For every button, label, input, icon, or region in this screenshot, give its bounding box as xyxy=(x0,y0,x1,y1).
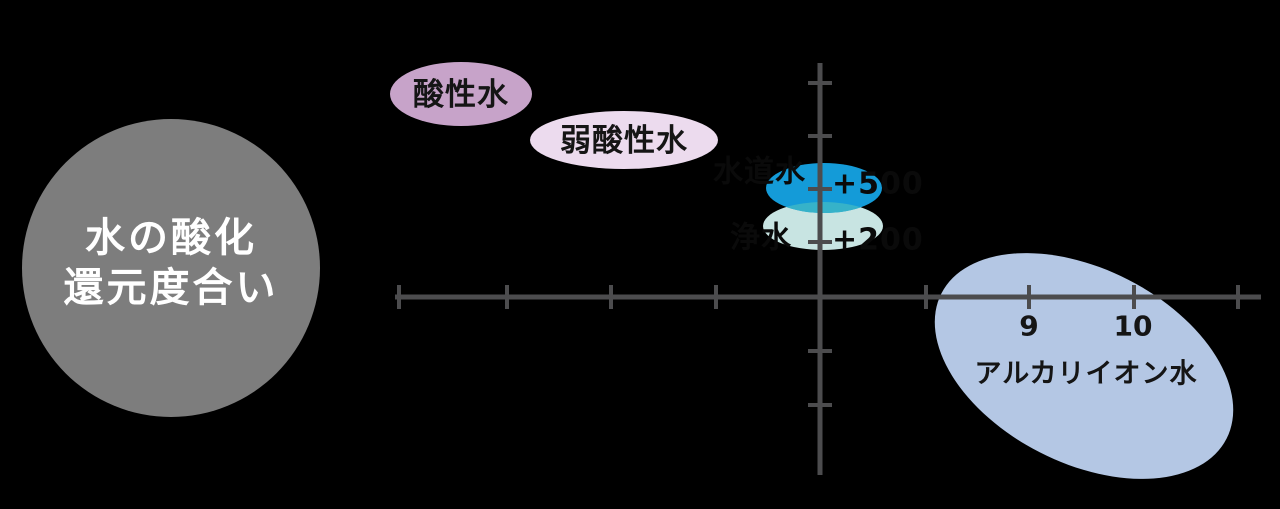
tap-water-orp-value: +500 xyxy=(832,167,924,202)
weak-acidic-water-label: 弱酸性水 xyxy=(560,123,688,159)
y-ticks xyxy=(808,81,832,407)
purified-water-ellipse xyxy=(763,202,883,250)
weak-acidic-water-ellipse xyxy=(530,111,718,169)
acidic-water-label: 酸性水 xyxy=(413,77,509,113)
overview-circle-title-line1: 水の酸化 xyxy=(85,215,257,261)
overview-circle-title-line2: 還元度合い xyxy=(64,265,279,311)
overview-circle xyxy=(22,119,320,417)
alkaline-ion-water-label: アルカリイオン水 xyxy=(975,359,1198,390)
purified-water-label: 浄水 xyxy=(730,221,792,256)
x-tick-label-10: 10 xyxy=(1114,310,1153,343)
alkaline-ion-water-ellipse xyxy=(934,253,1234,479)
x-tick-label-9: 9 xyxy=(1019,310,1038,343)
tap-water-label: 水道水 xyxy=(713,155,806,190)
acidic-water-ellipse xyxy=(390,62,532,126)
purified-water-orp-value: +200 xyxy=(832,223,924,258)
x-ticks xyxy=(397,285,1240,309)
